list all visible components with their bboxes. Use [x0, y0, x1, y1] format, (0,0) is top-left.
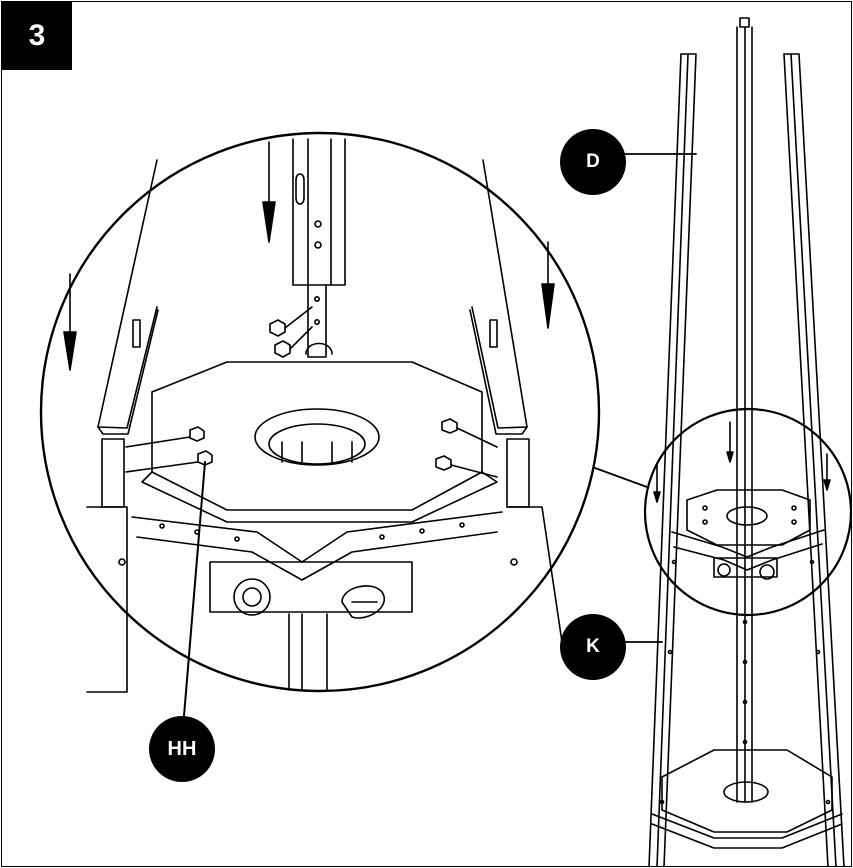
step-number-badge: 3 — [2, 2, 72, 70]
small-plate — [653, 421, 831, 580]
callout-hh: HH — [149, 716, 215, 782]
detail-view — [39, 131, 648, 717]
detail-indicator-circle — [643, 407, 851, 617]
gas-valve — [209, 561, 413, 619]
full-assembly — [621, 17, 851, 866]
bolts-center — [269, 306, 333, 358]
callout-k: K — [560, 614, 626, 680]
hex-plate — [141, 361, 498, 523]
callout-d: D — [560, 129, 626, 195]
leg-d — [648, 53, 697, 866]
detail-leader-line — [594, 467, 648, 488]
bottom-plate — [651, 749, 843, 849]
leg-right — [783, 53, 845, 866]
center-post-bottom — [288, 613, 328, 691]
plate-bolts — [125, 418, 498, 478]
assembly-center-post — [736, 17, 753, 803]
center-post-top — [292, 138, 346, 358]
left-leg — [86, 159, 159, 693]
right-leg — [469, 159, 563, 643]
down-arrows — [63, 141, 555, 371]
hh-leader-line — [183, 461, 206, 717]
